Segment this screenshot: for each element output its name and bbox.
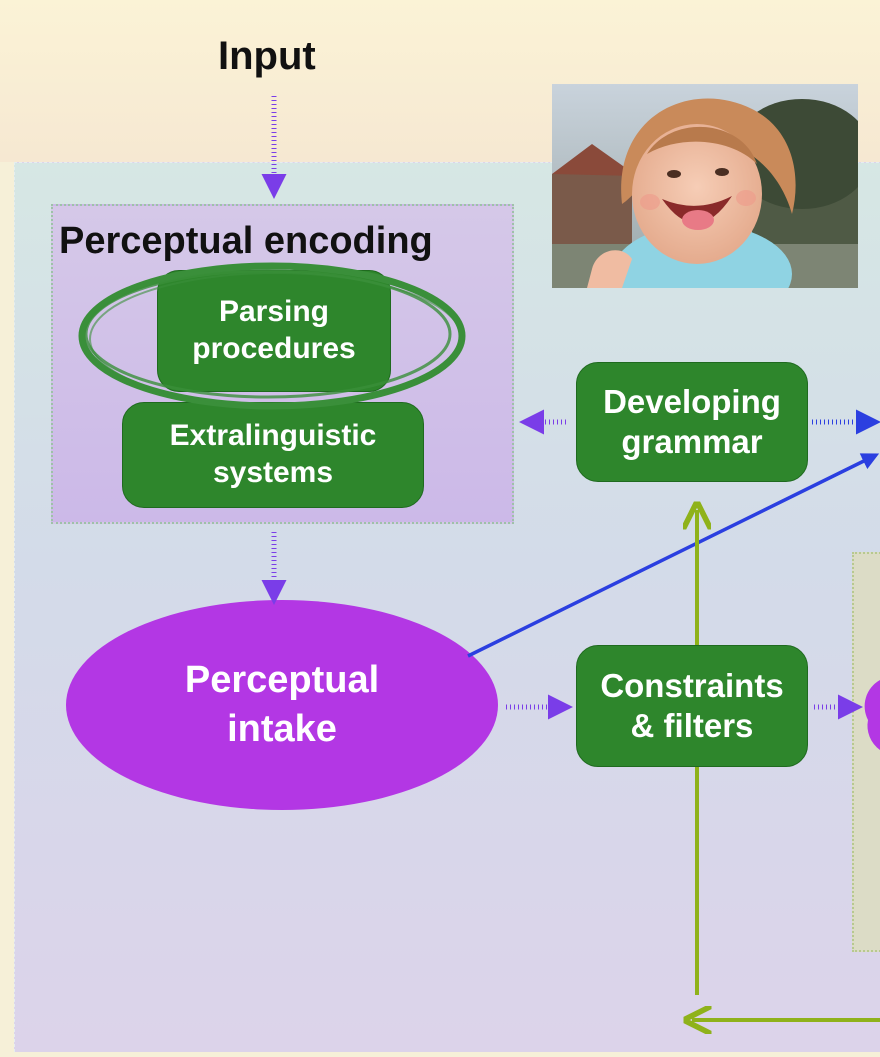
parsing-procedures-box: Parsing procedures <box>157 270 391 392</box>
toddler-photo <box>552 84 858 288</box>
constraints-filters-label: Constraints & filters <box>600 666 784 744</box>
extralinguistic-systems-box: Extralinguistic systems <box>122 402 424 508</box>
input-label: Input <box>218 34 316 78</box>
perceptual-intake-ellipse: Perceptual intake <box>66 600 498 810</box>
offscreen-purple-node <box>864 680 880 750</box>
perceptual-encoding-title: Perceptual encoding <box>59 220 433 262</box>
developing-grammar-box: Developing grammar <box>576 362 808 482</box>
developing-grammar-label: Developing grammar <box>603 382 781 460</box>
extralinguistic-systems-label: Extralinguistic systems <box>169 419 377 489</box>
intake-to-right-blue-line <box>467 453 880 658</box>
offscreen-right-panel <box>852 552 880 952</box>
parsing-procedures-label: Parsing procedures <box>192 295 356 365</box>
constraints-filters-box: Constraints & filters <box>576 645 808 767</box>
perceptual-intake-label: Perceptual intake <box>184 659 380 750</box>
highlight-ring <box>78 262 466 410</box>
